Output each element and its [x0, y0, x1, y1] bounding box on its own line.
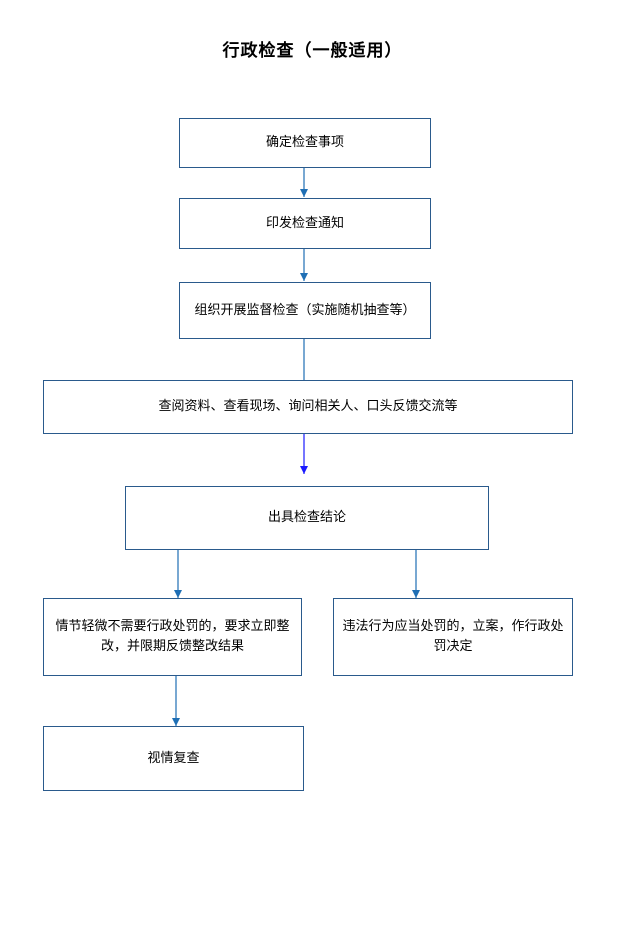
arrowhead-methods-to-conclusion [300, 466, 308, 474]
step-organize-box: 组织开展监督检查（实施随机抽查等） [179, 282, 431, 339]
step-methods-label: 查阅资料、查看现场、询问相关人、口头反馈交流等 [158, 399, 458, 414]
diagram-title: 行政检查（一般适用） [222, 41, 403, 61]
step-conclusion-label: 出具检查结论 [267, 510, 346, 525]
step-violation-label: 违法行为应当处罚的，立案，作行政处罚决定 [342, 619, 564, 654]
step-notice-box: 印发检查通知 [179, 198, 431, 249]
step-minor-label: 情节轻微不需要行政处罚的，要求立即整改，并限期反馈整改结果 [55, 619, 290, 654]
arrowhead-conclusion-to-minor [174, 590, 182, 598]
step-review-label: 视情复查 [147, 750, 200, 766]
step-conclusion-box: 出具检查结论 [125, 486, 489, 550]
arrowhead-minor-to-review [172, 718, 180, 726]
step-confirm-label: 确定检查事项 [265, 135, 344, 150]
step-organize-label: 组织开展监督检查（实施随机抽查等） [194, 302, 416, 318]
step-confirm-box: 确定检查事项 [179, 118, 431, 168]
arrowhead-conclusion-to-violation [412, 590, 420, 598]
arrowhead-notice-to-organize [300, 273, 308, 281]
arrowhead-confirm-to-notice [300, 189, 308, 197]
step-minor-box: 情节轻微不需要行政处罚的，要求立即整改，并限期反馈整改结果 [43, 598, 302, 676]
step-review-box: 视情复查 [43, 726, 304, 791]
step-notice-label: 印发检查通知 [265, 215, 344, 231]
step-violation-box: 违法行为应当处罚的，立案，作行政处罚决定 [333, 598, 573, 676]
step-methods-box: 查阅资料、查看现场、询问相关人、口头反馈交流等 [43, 380, 573, 434]
